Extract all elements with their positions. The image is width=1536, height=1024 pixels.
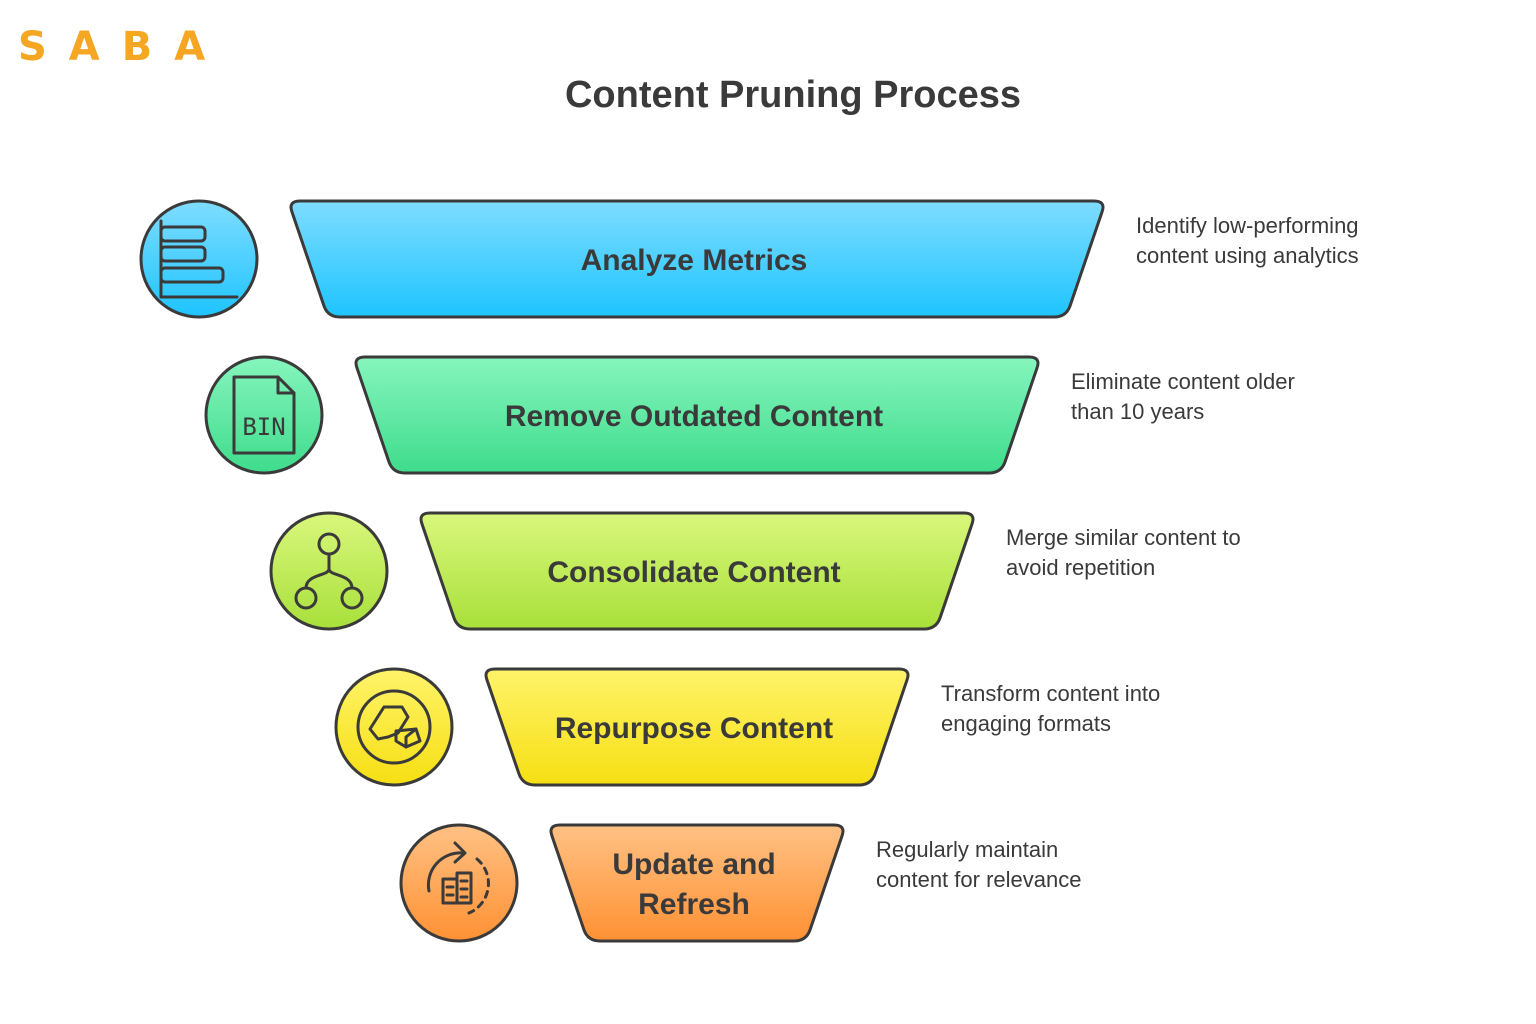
stage-description: than 10 years [1071, 399, 1204, 424]
funnel-band [354, 355, 1040, 475]
stage-label: Repurpose Content [555, 712, 833, 745]
stage-description: engaging formats [941, 711, 1111, 736]
stage-description: Eliminate content older [1071, 369, 1295, 394]
funnel-band [484, 667, 910, 787]
funnel-stage-4: Repurpose Content Transform content into e… [334, 667, 1160, 787]
stage-label: Remove Outdated Content [505, 400, 883, 433]
funnel-stage-2: Remove Outdated Content BIN Eliminate cont… [204, 355, 1295, 475]
stage-label: Refresh [638, 888, 750, 921]
stage-label: Update and [612, 848, 775, 881]
funnel-band [289, 199, 1105, 319]
refresh-building-icon [399, 823, 519, 943]
stage-description: content for relevance [876, 867, 1081, 892]
blocks-icon [334, 667, 454, 787]
stage-description: Transform content into [941, 681, 1160, 706]
stage-description: Identify low-performing [1136, 213, 1359, 238]
saba-logo: SABA [18, 24, 227, 70]
funnel-stages: Analyze Metrics Identify low-performing co… [139, 199, 1359, 943]
stage-label: Analyze Metrics [581, 244, 808, 277]
funnel-stage-1: Analyze Metrics Identify low-performing co… [139, 199, 1359, 319]
stage-description: Regularly maintain [876, 837, 1058, 862]
diagram-title: Content Pruning Process [565, 74, 1021, 116]
funnel-stage-3: Consolidate Content Merge similar content… [269, 511, 1241, 631]
funnel-band [549, 823, 845, 943]
stage-description: Merge similar content to [1006, 525, 1241, 550]
stage-description: content using analytics [1136, 243, 1359, 268]
stage-label: Consolidate Content [547, 556, 840, 589]
bin-icon-label: BIN [242, 413, 285, 441]
merge-nodes-icon [269, 511, 389, 631]
stage-description: avoid repetition [1006, 555, 1155, 580]
bar-chart-icon [139, 199, 259, 319]
funnel-band [419, 511, 975, 631]
bin-file-icon: BIN [204, 355, 324, 475]
